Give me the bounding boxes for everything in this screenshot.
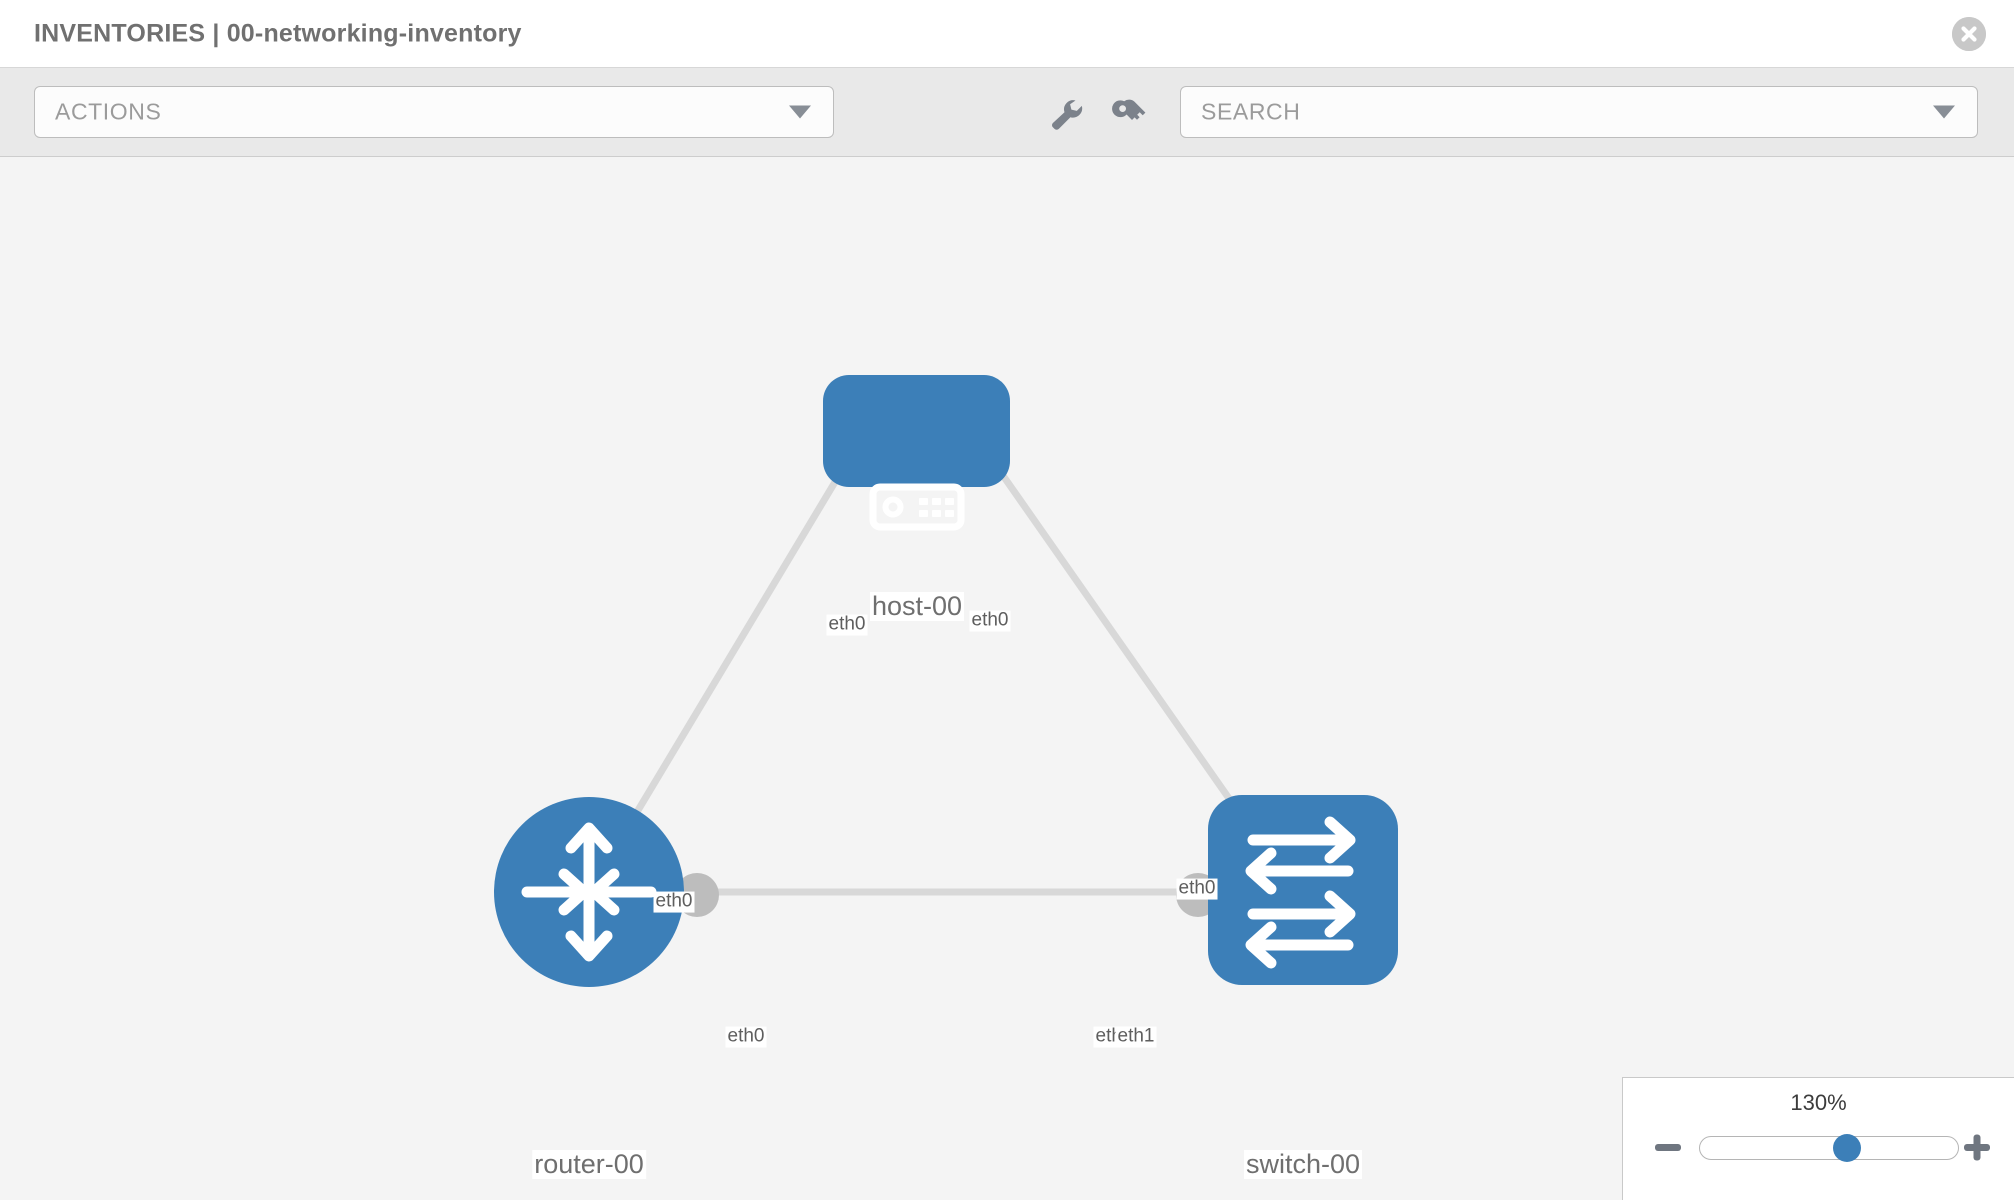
zoom-slider[interactable]	[1699, 1134, 1959, 1162]
iface-label-router00-host00: eth0	[653, 890, 695, 913]
iface-label-router00-switch00: eth0	[725, 1025, 767, 1048]
node-switch-00[interactable]	[1208, 795, 1398, 985]
actions-dropdown-label: ACTIONS	[55, 98, 162, 125]
toolbar: ACTIONS SEARCH	[0, 68, 2014, 157]
iface-label-switch00-host00: eth0	[1176, 877, 1218, 900]
iface-label-host00-switch00: eth0	[969, 609, 1011, 632]
node-label-switch-00: switch-00	[1243, 1149, 1363, 1180]
page-header: INVENTORIES | 00-networking-inventory	[0, 0, 2014, 68]
router-arrows-icon	[521, 822, 657, 962]
actions-dropdown[interactable]: ACTIONS	[34, 86, 834, 138]
close-icon[interactable]	[1952, 16, 1986, 51]
page-title: INVENTORIES | 00-networking-inventory	[34, 19, 522, 47]
node-label-host-00: host-00	[869, 591, 965, 622]
plus-icon[interactable]	[1960, 1130, 1994, 1164]
zoom-level-label: 130%	[1790, 1090, 1847, 1115]
link-host00-switch00[interactable]	[952, 404, 1273, 860]
topology-canvas[interactable]: host-00 router-00 switch-00 eth0 eth0 et…	[0, 157, 2014, 1200]
topology-graph	[494, 375, 1398, 987]
chevron-down-icon	[789, 105, 811, 119]
zoom-slider-thumb[interactable]	[1833, 1134, 1862, 1162]
switch-arrows-icon	[1245, 816, 1356, 969]
node-label-router-00: router-00	[532, 1149, 646, 1180]
minus-icon[interactable]	[1651, 1130, 1685, 1164]
search-placeholder: SEARCH	[1201, 98, 1301, 125]
zoom-control-panel: 130%	[1622, 1077, 2014, 1200]
iface-label-switch00-router00: eth1	[1115, 1025, 1157, 1048]
key-icon[interactable]	[1110, 96, 1150, 132]
node-router-00[interactable]	[494, 797, 684, 987]
search-input[interactable]: SEARCH	[1180, 86, 1978, 138]
iface-label-host00-router00: eth0	[826, 613, 868, 636]
wrench-icon[interactable]	[1046, 96, 1086, 132]
chevron-down-icon[interactable]	[1933, 105, 1955, 119]
server-icon	[869, 483, 965, 531]
node-host-00[interactable]	[823, 375, 1010, 531]
